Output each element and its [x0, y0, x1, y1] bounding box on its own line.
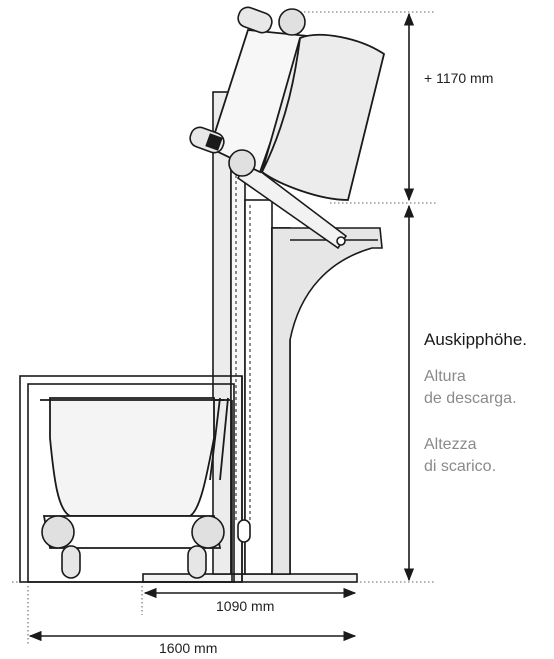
ground-bin	[40, 397, 230, 549]
discharge-height-label-es-1: Altura	[424, 368, 466, 385]
overall-depth-label: 1600 mm	[159, 640, 218, 656]
ground-bin-wheels	[41, 400, 251, 582]
discharge-height-label-it-2: di scarico.	[424, 458, 497, 475]
discharge-height-label-it-1: Altezza	[424, 436, 477, 453]
cage-frame	[19, 375, 243, 583]
support-bracket	[271, 227, 383, 575]
discharge-height-label-es-2: de descarga.	[424, 390, 517, 407]
lift-extra-label: + 1170 mm	[424, 70, 494, 86]
raised-bin	[208, 29, 386, 201]
base-depth-label: 1090 mm	[216, 598, 275, 614]
raised-bin-wheels	[189, 6, 306, 177]
discharge-height-label-de: Auskipphöhe.	[424, 330, 528, 349]
base-frame	[142, 573, 358, 583]
carriage-guide	[235, 175, 251, 520]
